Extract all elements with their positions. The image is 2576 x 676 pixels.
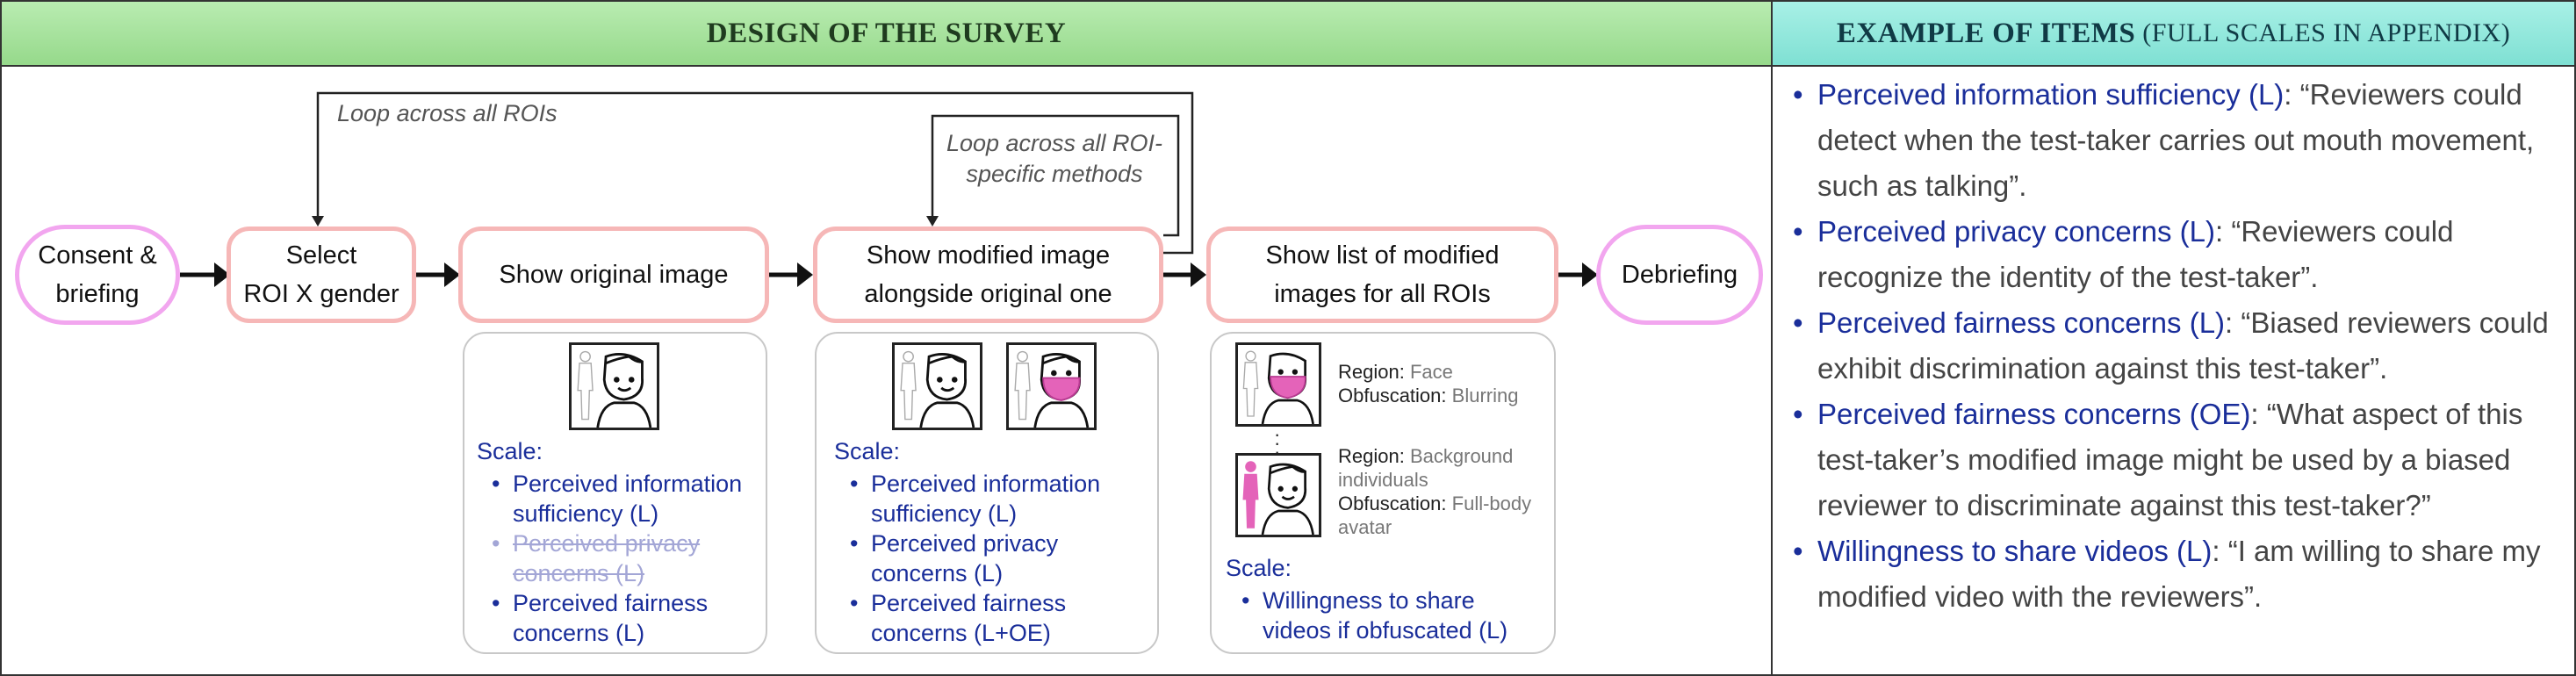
example-item-fairness-l: Perceived fairness concerns (L): “Biased… (1788, 300, 2560, 392)
original-face-thumbnail (569, 342, 659, 430)
outer-loop-label: Loop across all ROIs (337, 100, 558, 126)
pink-mask-icon (1042, 377, 1081, 401)
modified-masked-thumbnail (1006, 342, 1097, 430)
example-item-privacy: Perceived privacy concerns (L): “Reviewe… (1788, 209, 2560, 300)
show-original-image-step: Show original image (458, 227, 769, 323)
vertical-ellipsis-icon: ··· (1274, 423, 1281, 463)
flow-connectors (180, 91, 1598, 287)
person-silhouette-icon (1014, 350, 1031, 421)
example-items-list: Perceived information sufficiency (L): “… (1788, 72, 2560, 620)
debriefing-step: Debriefing (1596, 225, 1763, 325)
modified-scale-label: Scale: (834, 438, 901, 464)
modified-original-thumbnail (892, 342, 982, 430)
forward-arrows (180, 262, 1598, 287)
list-scale-label: Scale: (1226, 555, 1292, 581)
example-item-fairness-oe: Perceived fairness concerns (OE): “What … (1788, 392, 2560, 529)
example-item-info-sufficiency: Perceived information sufficiency (L): “… (1788, 72, 2560, 209)
face-icon (1261, 463, 1314, 535)
example-items-title: EXAMPLE OF ITEMS (1836, 17, 2136, 49)
face-icon (919, 353, 975, 428)
person-silhouette-icon (1242, 350, 1259, 417)
person-silhouette-icon (900, 350, 917, 421)
example-item-willingness: Willingness to share videos (L): “I am w… (1788, 529, 2560, 620)
inner-loop-label: Loop across all ROI- specific methods (946, 130, 1163, 187)
outer-loop-line (316, 91, 1194, 255)
face-icon (596, 353, 652, 428)
list-face-blur-thumbnail (1235, 342, 1321, 427)
survey-design-title: DESIGN OF THE SURVEY (706, 17, 1067, 49)
example-items-header: EXAMPLE OF ITEMS (FULL SCALES IN APPENDI… (1771, 0, 2576, 67)
list-background-avatar-thumbnail (1235, 453, 1321, 537)
list-example-face: Region: Face Obfuscation: Blurring (1338, 361, 1519, 406)
person-silhouette-icon (577, 350, 594, 421)
pink-avatar-icon (1242, 461, 1259, 529)
pink-mask-icon (1270, 376, 1306, 399)
example-items-subtitle: (FULL SCALES IN APPENDIX) (2142, 18, 2511, 47)
consent-briefing-step: Consent &briefing (15, 225, 180, 325)
example-items-frame (1771, 65, 2576, 676)
original-scale-label: Scale: (477, 438, 543, 464)
survey-design-header: DESIGN OF THE SURVEY (0, 0, 1773, 67)
list-example-background: Region: Background individuals Obfuscati… (1338, 445, 1532, 538)
inner-loop-line (931, 114, 1180, 237)
